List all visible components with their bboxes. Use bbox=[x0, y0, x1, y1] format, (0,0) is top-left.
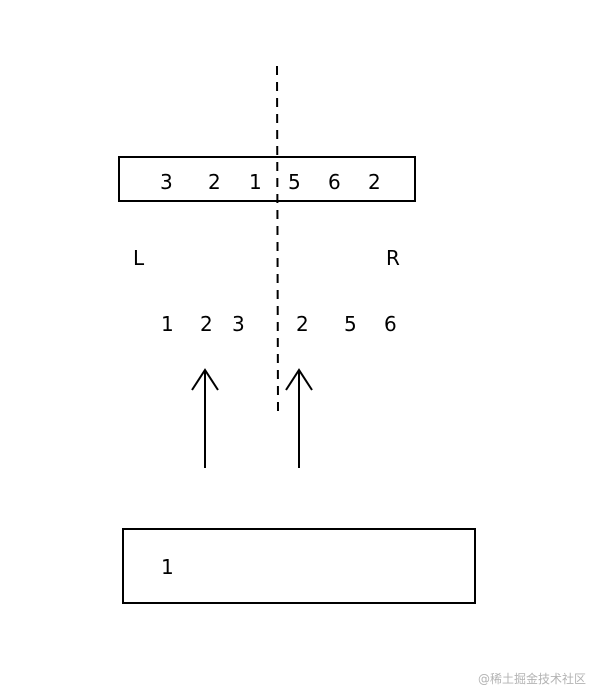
right-label: R bbox=[386, 246, 400, 270]
top-array-item: 6 bbox=[328, 170, 341, 194]
top-array-item: 3 bbox=[160, 170, 173, 194]
result-array-box bbox=[122, 528, 476, 604]
watermark-text: @稀土掘金技术社区 bbox=[478, 672, 587, 686]
split-dashed-line bbox=[276, 65, 279, 413]
top-array-item: 5 bbox=[288, 170, 301, 194]
right-pointer-arrow bbox=[285, 368, 313, 468]
top-array-item: 2 bbox=[368, 170, 381, 194]
left-sorted-item: 2 bbox=[200, 312, 213, 336]
top-array-item: 2 bbox=[208, 170, 221, 194]
right-sorted-item: 2 bbox=[296, 312, 309, 336]
right-sorted-item: 5 bbox=[344, 312, 357, 336]
left-pointer-arrow bbox=[191, 368, 219, 468]
top-array-item: 1 bbox=[249, 170, 262, 194]
left-sorted-item: 1 bbox=[161, 312, 174, 336]
result-array-item: 1 bbox=[161, 555, 174, 579]
top-array-box bbox=[118, 156, 416, 202]
left-label: L bbox=[133, 246, 145, 270]
left-sorted-item: 3 bbox=[232, 312, 245, 336]
right-sorted-item: 6 bbox=[384, 312, 397, 336]
